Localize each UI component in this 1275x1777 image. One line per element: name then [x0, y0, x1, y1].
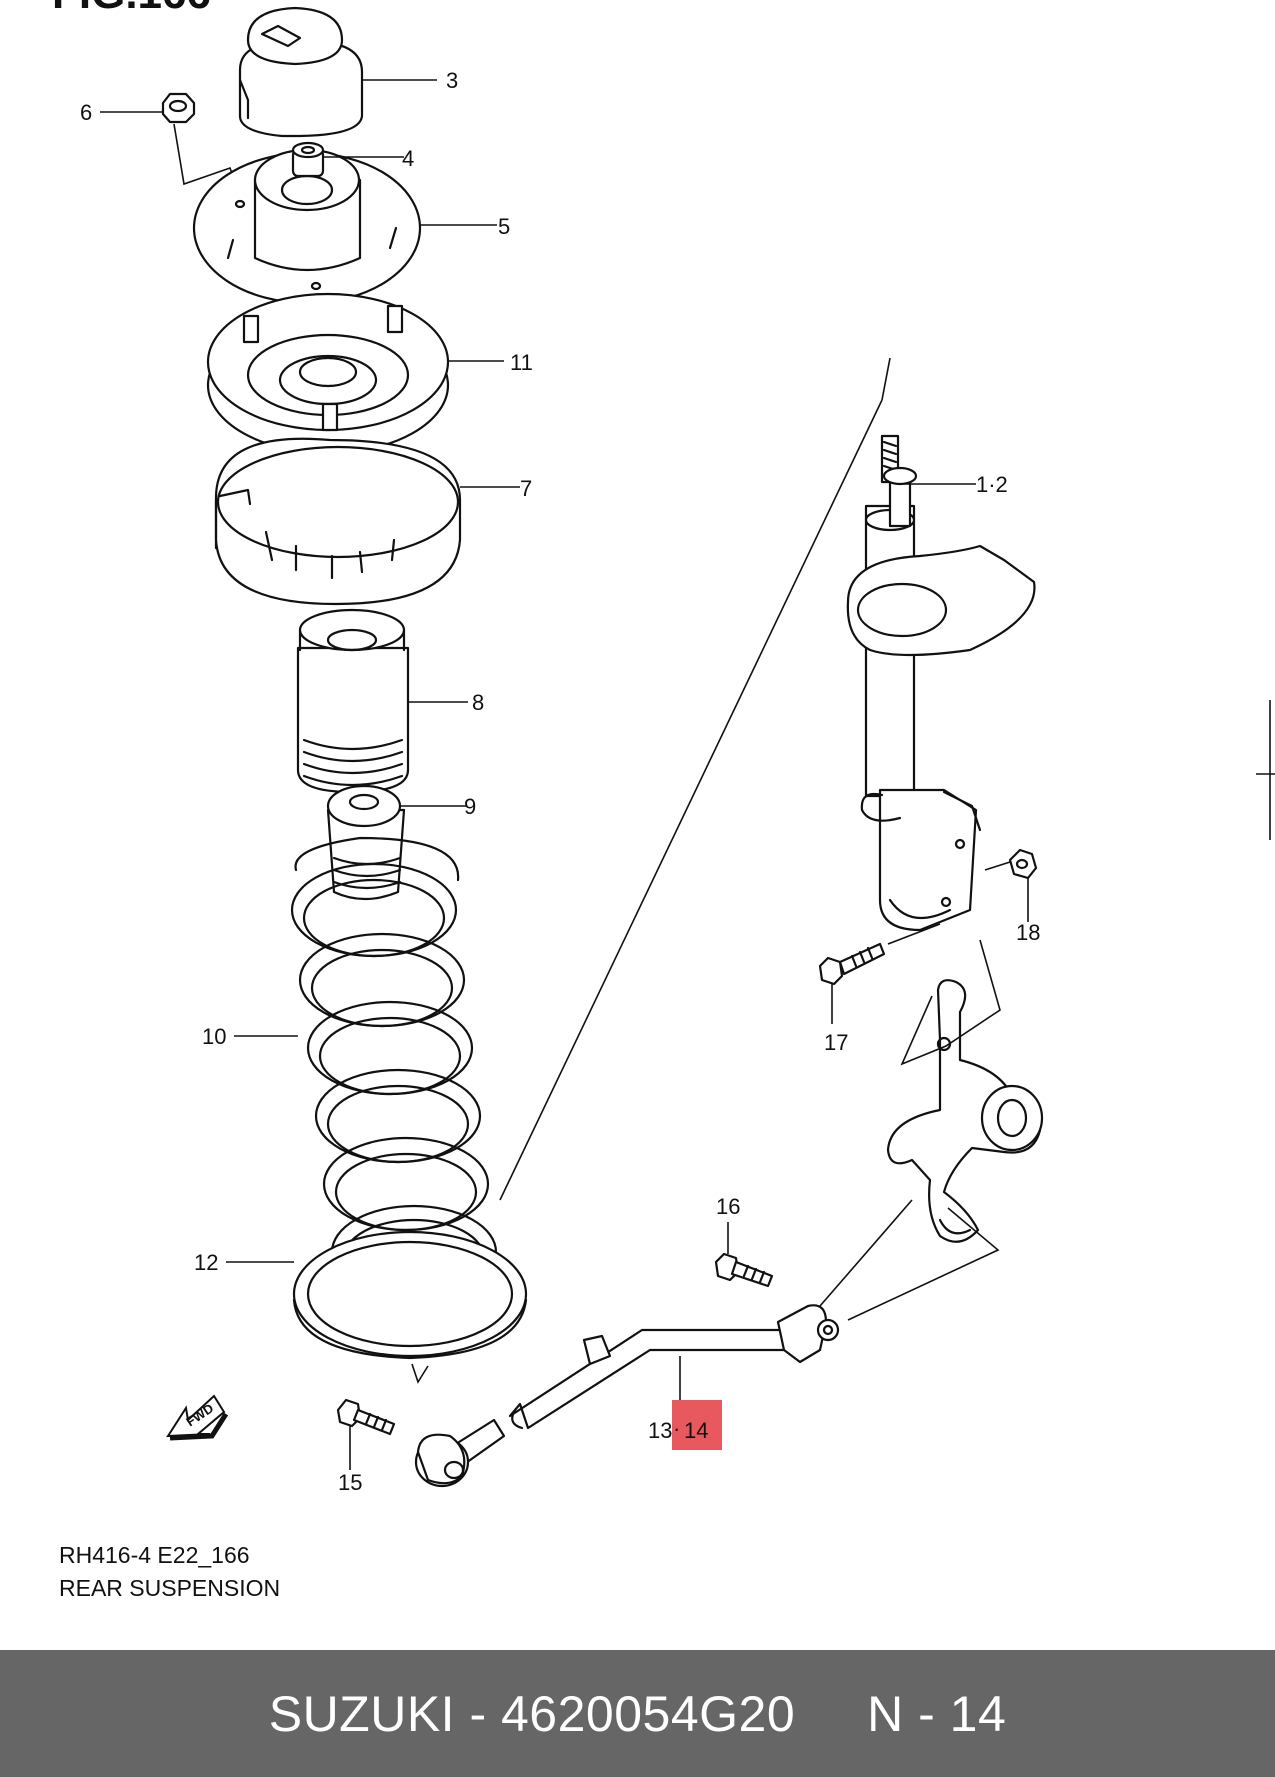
- part-3-dust-cover[interactable]: [238, 6, 364, 138]
- figure-title: REAR SUSPENSION: [59, 1575, 281, 1601]
- callout-13: 13: [648, 1418, 672, 1443]
- part-footer-bar: SUZUKI - 4620054G20 N - 14: [0, 1650, 1275, 1777]
- part-12-spring-seat[interactable]: [292, 1230, 528, 1360]
- callout-6: 6: [80, 100, 92, 125]
- callout-18: 18: [1016, 920, 1040, 945]
- callout-3: 3: [446, 68, 458, 93]
- figure-code: RH416-4 E22_166: [59, 1542, 250, 1568]
- callout-12: 12: [194, 1250, 218, 1275]
- part-18-nut[interactable]: [1008, 848, 1038, 880]
- part-15-bolt[interactable]: [336, 1398, 396, 1436]
- part-4-nut[interactable]: [291, 141, 325, 178]
- callout-15: 15: [338, 1470, 362, 1495]
- part-8-bump-stopper[interactable]: [296, 608, 410, 794]
- part-7-spring-insulator[interactable]: [214, 437, 462, 606]
- highlight-box: [672, 1400, 722, 1450]
- callout-8: 8: [472, 690, 484, 715]
- svg-text:·: ·: [673, 1416, 680, 1441]
- callout-7: 7: [520, 476, 532, 501]
- knuckle[interactable]: [886, 979, 1044, 1243]
- callout-10: 10: [202, 1024, 226, 1049]
- part-number-label: SUZUKI - 4620054G20 N - 14: [268, 1685, 1007, 1742]
- callout-5: 5: [498, 214, 510, 239]
- callout-17: 17: [824, 1030, 848, 1055]
- part-13-14-lateral-rod[interactable]: [414, 1304, 840, 1488]
- part-1-2-strut[interactable]: [846, 434, 1036, 932]
- callout-16: 16: [716, 1194, 740, 1219]
- part-17-bolt[interactable]: [818, 942, 886, 986]
- part-10-coil-spring[interactable]: [290, 836, 498, 1300]
- part-6-nut[interactable]: [161, 92, 196, 124]
- callout-11: 11: [510, 350, 533, 375]
- part-11-mount-seat[interactable]: [206, 292, 450, 455]
- callout-9: 9: [464, 794, 476, 819]
- callout-1-2: 1·2: [976, 472, 1008, 497]
- figure-header-fragment: FIG.166: [52, 0, 211, 18]
- callout-14: 14: [684, 1418, 708, 1443]
- fwd-arrow-icon: FWD: [166, 1394, 229, 1441]
- callout-4: 4: [402, 146, 414, 171]
- part-16-bolt[interactable]: [714, 1252, 774, 1288]
- rear-suspension-diagram: FIG.166: [52, 0, 1275, 1495]
